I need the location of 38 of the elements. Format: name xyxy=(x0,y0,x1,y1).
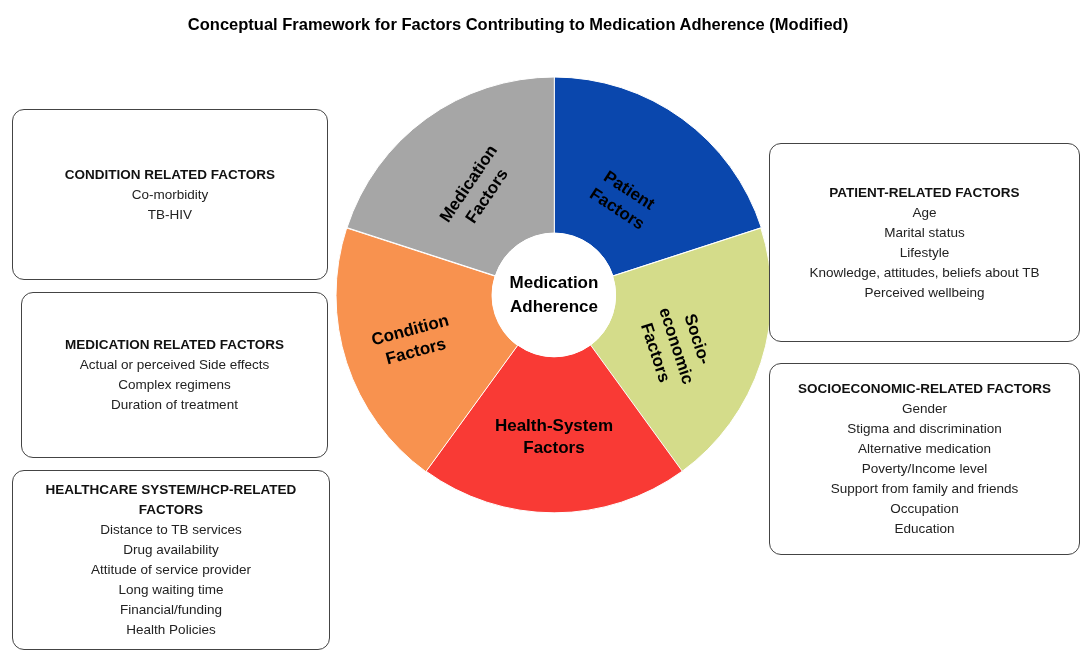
factor-card xyxy=(21,292,328,458)
factor-item: Complex regimens xyxy=(118,376,231,394)
factor-item: Stigma and discrimination xyxy=(847,420,1002,438)
factor-item: Attitude of service provider xyxy=(91,561,251,579)
factor-item: Duration of treatment xyxy=(111,396,238,414)
factor-card xyxy=(12,470,330,650)
factor-item: Lifestyle xyxy=(899,243,950,262)
factor-item: Occupation xyxy=(890,500,959,518)
factor-item: Co-morbidity xyxy=(131,185,209,204)
factor-item: Poverty/Income level xyxy=(861,460,988,478)
factor-item: Age xyxy=(912,203,937,222)
factor-item: Drug availability xyxy=(123,541,219,559)
slice-label: Condition Factors xyxy=(368,309,452,370)
factor-item: Long waiting time xyxy=(118,581,224,599)
factor-card xyxy=(12,109,328,280)
card-heading: MEDICATION RELATED FACTORS xyxy=(65,336,284,354)
factor-item: Alternative medication xyxy=(858,440,991,458)
card-heading: PATIENT-RELATED FACTORS xyxy=(829,183,1020,202)
factor-item: Actual or perceived Side effects xyxy=(79,356,270,374)
factor-item: Education xyxy=(894,520,955,538)
factor-item: Financial/funding xyxy=(119,601,223,619)
factor-card xyxy=(769,363,1080,555)
factor-item: Distance to TB services xyxy=(100,521,242,539)
factor-item: Perceived wellbeing xyxy=(864,283,985,302)
factor-item: Knowledge, attitudes, beliefs about TB xyxy=(809,263,1040,282)
center-label: Medication Adherence xyxy=(508,272,600,318)
factor-item: Gender xyxy=(902,400,947,418)
factor-card xyxy=(769,143,1080,342)
card-heading: SOCIOECONOMIC-RELATED FACTORS xyxy=(798,380,1051,398)
card-heading: CONDITION RELATED FACTORS xyxy=(64,165,276,184)
card-heading: HEALTHCARE SYSTEM/HCP-RELATED FACTORS xyxy=(44,481,298,519)
diagram-title: Conceptual Framework for Factors Contributing to Medication Adherence (Modified) xyxy=(186,14,850,35)
slice-label: Health-System Factors xyxy=(493,415,615,459)
factor-item: Marital status xyxy=(884,223,965,242)
factor-item: Support from family and friends xyxy=(830,480,1019,498)
slice-label: Socio-economic Factors xyxy=(635,303,716,389)
factor-item: Health Policies xyxy=(126,621,216,639)
factor-item: TB-HIV xyxy=(147,205,193,224)
